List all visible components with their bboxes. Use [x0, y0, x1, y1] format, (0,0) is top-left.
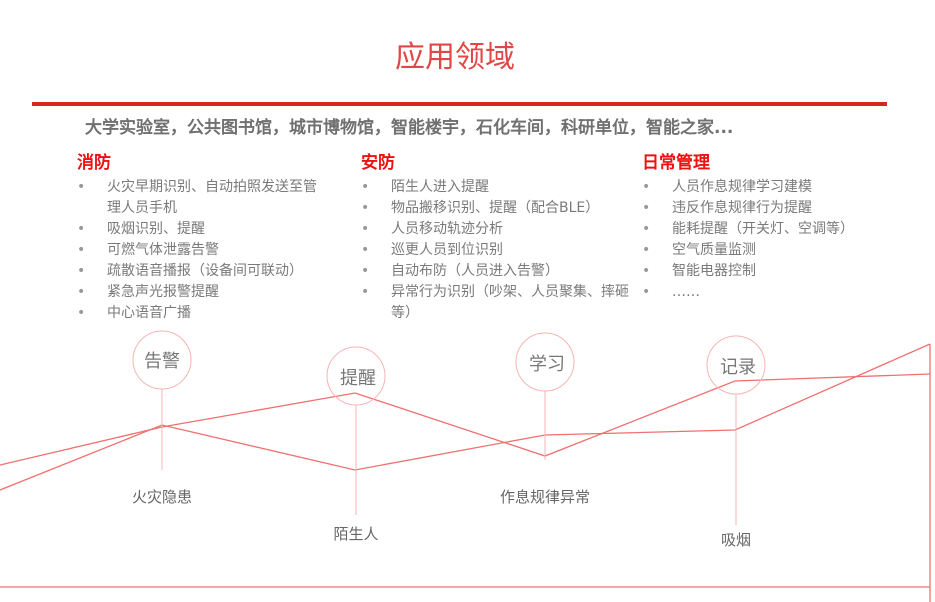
list-item: 智能电器控制 [642, 261, 902, 282]
list-item: 违反作息规律行为提醒 [642, 198, 902, 219]
list-item: 异常行为识别（吵架、人员聚集、摔砸等） [361, 282, 636, 324]
connector-line-a [0, 373, 931, 466]
list-item: 物品搬移识别、提醒（配合BLE） [361, 198, 636, 219]
column-heading: 日常管理 [642, 153, 710, 173]
list-item: 中心语音广播 [77, 303, 327, 324]
list-item: 人员作息规律学习建模 [642, 177, 902, 198]
column-daily-management: 日常管理 人员作息规律学习建模 违反作息规律行为提醒 能耗提醒（开关灯、空调等）… [642, 148, 902, 303]
node-bottom-label: 吸烟 [721, 531, 751, 549]
node-top-label: 提醒 [340, 368, 376, 389]
list-item: 自动布防（人员进入告警） [361, 261, 636, 282]
node-bottom-label: 陌生人 [333, 525, 378, 543]
column-heading: 安防 [361, 153, 395, 173]
list-item: 吸烟识别、提醒 [77, 219, 327, 240]
column-fire: 消防 火灾早期识别、自动拍照发送至管理人员手机 吸烟识别、提醒 可燃气体泄露告警… [77, 148, 327, 324]
connector-line-b [0, 343, 931, 491]
node-top-label: 记录 [720, 357, 756, 378]
node-circle [515, 332, 575, 392]
node-reminder: 提醒 陌生人 [326, 346, 386, 543]
application-scenarios: 大学实验室，公共图书馆，城市博物馆，智能楼宇，石化车间，科研单位，智能之家... [85, 118, 734, 138]
node-top-label: 学习 [529, 354, 565, 375]
list-item: 人员移动轨迹分析 [361, 219, 636, 240]
title-divider [32, 102, 887, 106]
list-item: 可燃气体泄露告警 [77, 240, 327, 261]
column-security: 安防 陌生人进入提醒 物品搬移识别、提醒（配合BLE） 人员移动轨迹分析 巡更人… [361, 148, 636, 324]
node-record: 记录 吸烟 [706, 335, 766, 549]
list-item: 能耗提醒（开关灯、空调等） [642, 219, 902, 240]
list-item: 空气质量监测 [642, 240, 902, 261]
node-learning: 学习 作息规律异常 [500, 332, 590, 506]
page-title: 应用领域 [395, 40, 515, 75]
node-bottom-label: 火灾隐患 [132, 488, 192, 506]
node-top-label: 告警 [144, 351, 180, 372]
node-circle [326, 346, 386, 406]
list-item: 火灾早期识别、自动拍照发送至管理人员手机 [77, 177, 327, 219]
list-item: 巡更人员到位识别 [361, 240, 636, 261]
node-bottom-label: 作息规律异常 [500, 488, 590, 506]
column-heading: 消防 [77, 153, 111, 173]
list-item: 陌生人进入提醒 [361, 177, 636, 198]
list-item: 疏散语音播报（设备间可联动） [77, 261, 327, 282]
node-circle [132, 330, 192, 390]
node-circle [706, 335, 766, 395]
list-item: 紧急声光报警提醒 [77, 282, 327, 303]
node-alarm: 告警 火灾隐患 [132, 330, 192, 506]
list-item: …… [642, 282, 902, 303]
